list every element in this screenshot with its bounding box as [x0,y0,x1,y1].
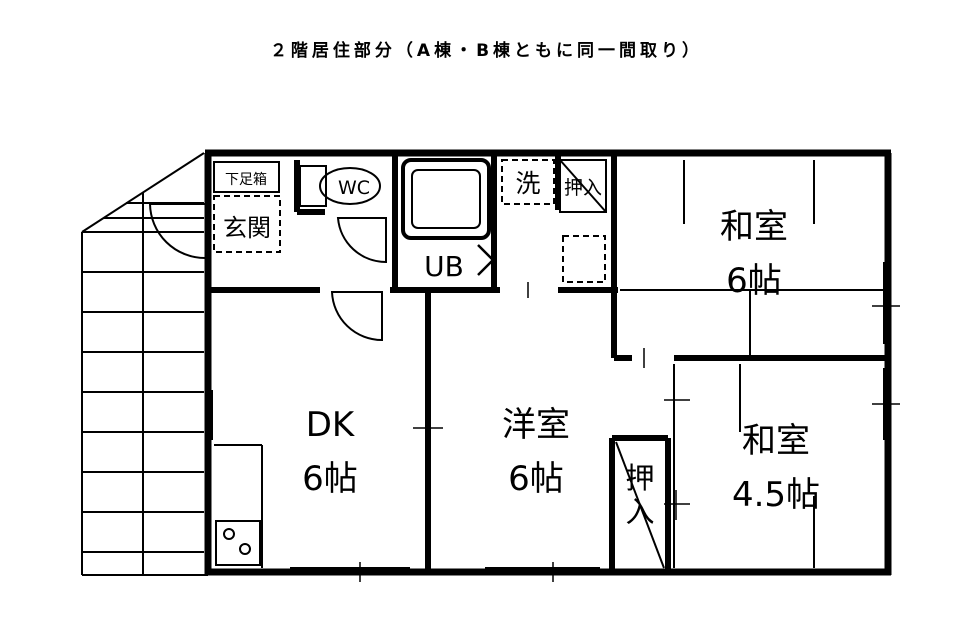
bath-label: UB [424,250,464,283]
japanese-upper-name: 和室 [720,207,788,247]
storage-box [562,235,606,283]
stove [215,520,261,566]
wall-ticks [359,282,900,582]
toilet-bowl [319,167,381,205]
japanese-lower-name: 和室 [742,421,810,461]
tatami-and-thin-lines [211,160,888,569]
closet-upper-label: 押入 [564,177,602,199]
wc-label: WC [338,177,370,199]
western-room-name: 洋室 [502,405,570,445]
closet-lower-char: 入 [625,495,654,529]
bathtub [401,158,491,240]
shoe-box-label: 下足箱 [225,172,267,188]
exterior-walls [204,149,892,576]
doors [149,203,495,342]
entrance-label: 玄関 [223,214,271,242]
closet-frame [559,159,607,213]
toilet-tank [299,165,327,207]
fixtures [213,158,665,569]
dk-room-name: DK [306,405,356,445]
plan-title: ２階居住部分（A棟・B棟ともに同一間取り） [269,41,704,61]
closet-lower-char: 押 [625,461,654,495]
japanese-upper-size: 6帖 [726,261,782,301]
laundry-space [501,159,555,205]
western-room-size: 6帖 [508,459,564,499]
dk-room-size: 6帖 [302,459,358,499]
exterior-staircase [81,152,208,576]
japanese-lower-size: 4.5帖 [732,475,820,515]
laundry-label: 洗 [515,169,540,198]
closet-lower-label: 押入 [625,461,654,529]
interior-walls [208,153,891,572]
shoe-box [213,161,280,193]
